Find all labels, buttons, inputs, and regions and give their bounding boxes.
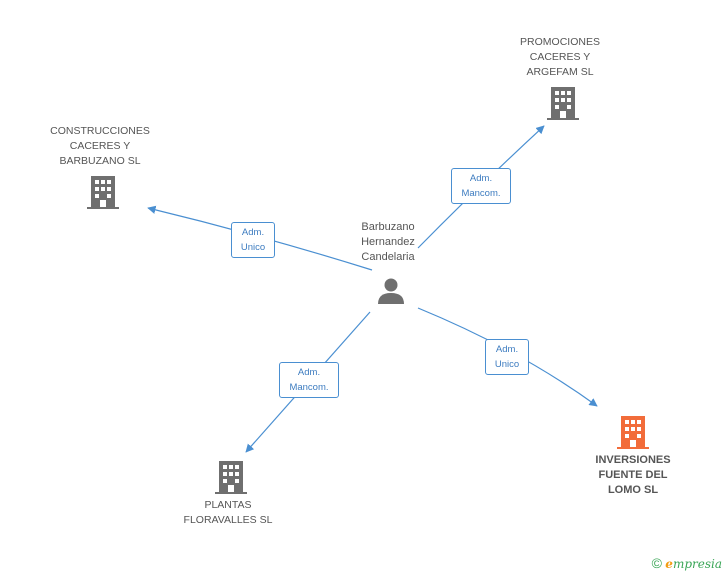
company-plantas-label[interactable]: PLANTAS FLORAVALLES SL (183, 499, 273, 526)
empresia-logo[interactable]: © empresia (652, 555, 722, 571)
brand-name: empresia (665, 557, 722, 571)
company-construcciones-label[interactable]: CONSTRUCCIONES CACERES Y BARBUZANO SL (50, 125, 150, 167)
edge-label-promociones: Adm. Mancom. (451, 168, 511, 204)
edge-label-inversiones: Adm. Unico (485, 339, 529, 375)
edge-label-construcciones: Adm. Unico (231, 222, 275, 258)
person-name: Barbuzano Hernandez Candelaria (361, 221, 415, 263)
edge-label-plantas: Adm. Mancom. (279, 362, 339, 398)
building-icon[interactable] (215, 460, 247, 494)
company-inversiones-label[interactable]: INVERSIONES FUENTE DEL LOMO SL (595, 454, 671, 496)
building-icon[interactable] (547, 86, 579, 120)
person-icon[interactable] (376, 275, 406, 305)
building-icon[interactable] (87, 175, 119, 209)
building-icon-highlighted[interactable] (617, 415, 649, 449)
company-promociones-label[interactable]: PROMOCIONES CACERES Y ARGEFAM SL (520, 36, 600, 78)
copyright-icon: © (651, 555, 662, 571)
